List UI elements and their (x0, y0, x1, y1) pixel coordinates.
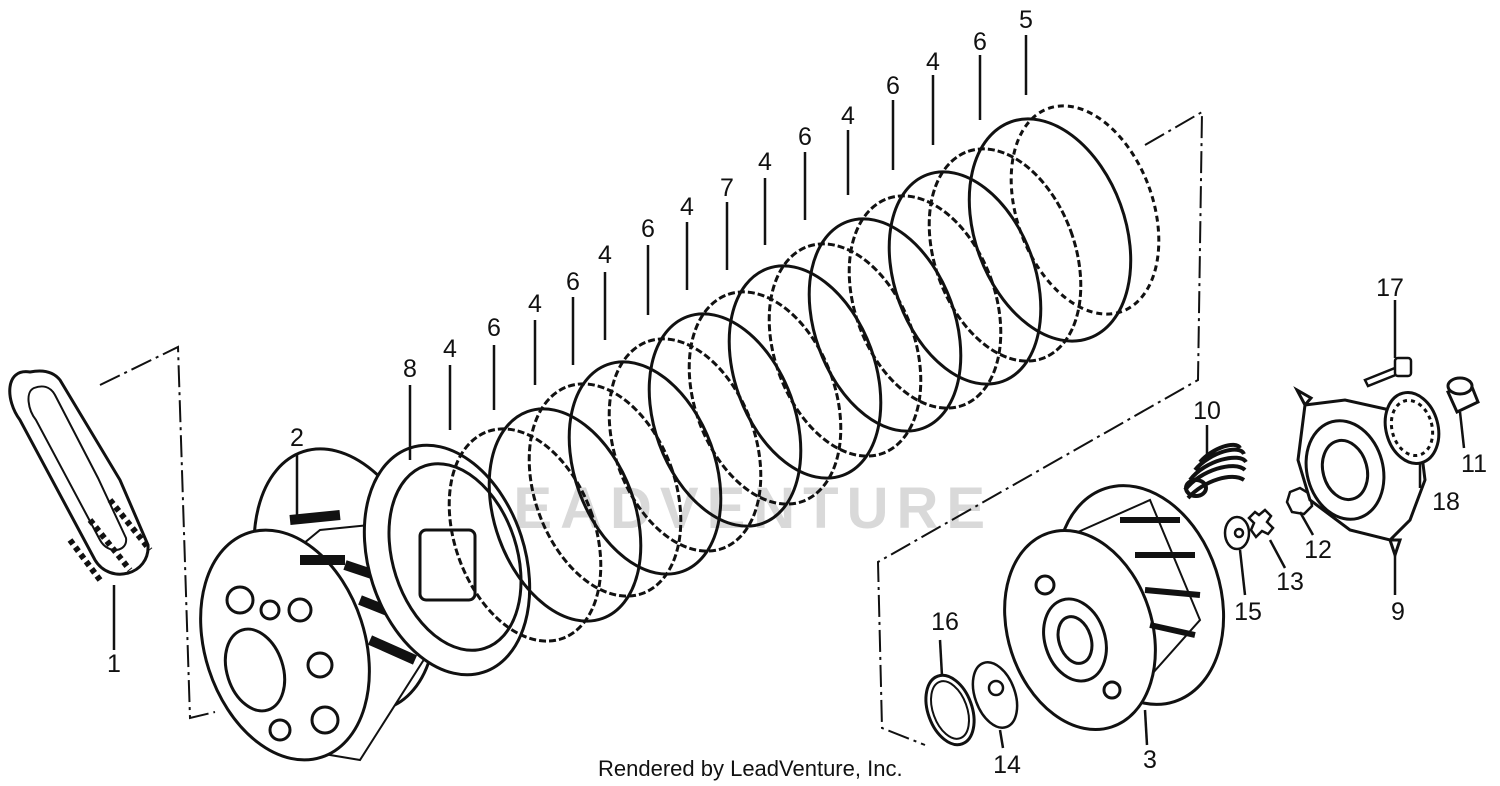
callout-4d: 4 (680, 193, 694, 221)
callout-6c: 6 (641, 215, 655, 243)
callout-18: 18 (1432, 488, 1460, 516)
callout-6d: 6 (798, 123, 812, 151)
snap-ring (924, 673, 976, 747)
callout-1: 1 (107, 650, 121, 678)
plain-washer (1223, 515, 1251, 551)
callout-3: 3 (1143, 746, 1157, 774)
callout-8: 8 (403, 355, 417, 383)
lock-washer (971, 661, 1019, 729)
callout-11: 11 (1461, 450, 1487, 478)
callout-labels: 1 2 3 4 4 4 4 4 4 4 5 6 6 6 6 6 6 7 8 9 … (107, 6, 1487, 779)
callout-5: 5 (1019, 6, 1033, 34)
callout-4g: 4 (926, 48, 940, 76)
callout-14: 14 (993, 751, 1021, 779)
cam-chain (8, 369, 153, 582)
callout-6b: 6 (566, 268, 580, 296)
callout-4e: 4 (758, 148, 772, 176)
credit-text: Rendered by LeadVenture, Inc. (598, 756, 903, 781)
lifter-bolt (1363, 356, 1413, 388)
lifter-bearing (1383, 391, 1441, 465)
callout-16: 16 (931, 608, 959, 636)
callout-15: 15 (1234, 598, 1262, 626)
group-bracket-right (876, 110, 1204, 746)
clutch-center (1003, 484, 1226, 732)
group-bracket-left (99, 345, 216, 720)
callout-6e: 6 (886, 72, 900, 100)
callout-10: 10 (1193, 397, 1221, 425)
lifter-cap (1446, 376, 1480, 415)
lock-nut-washer (1247, 508, 1275, 539)
clutch-lock-nut (1285, 486, 1314, 516)
callout-12: 12 (1304, 536, 1332, 564)
callout-17: 17 (1376, 274, 1404, 302)
callout-2: 2 (290, 424, 304, 452)
callout-4a: 4 (443, 335, 457, 363)
pressure-plate (362, 443, 532, 677)
callout-13: 13 (1276, 568, 1304, 596)
clutch-outer-housing (199, 447, 438, 762)
callout-4c: 4 (598, 241, 612, 269)
watermark-text: LEADVENTURE (470, 476, 993, 541)
callout-6a: 6 (487, 314, 501, 342)
clutch-disc-stack (447, 104, 1161, 643)
callout-4b: 4 (528, 290, 542, 318)
callout-6f: 6 (973, 28, 987, 56)
callout-4f: 4 (841, 102, 855, 130)
clutch-spring (1183, 442, 1248, 500)
leader-lines (112, 35, 1466, 749)
callout-9: 9 (1391, 598, 1405, 626)
callout-7: 7 (720, 174, 734, 202)
